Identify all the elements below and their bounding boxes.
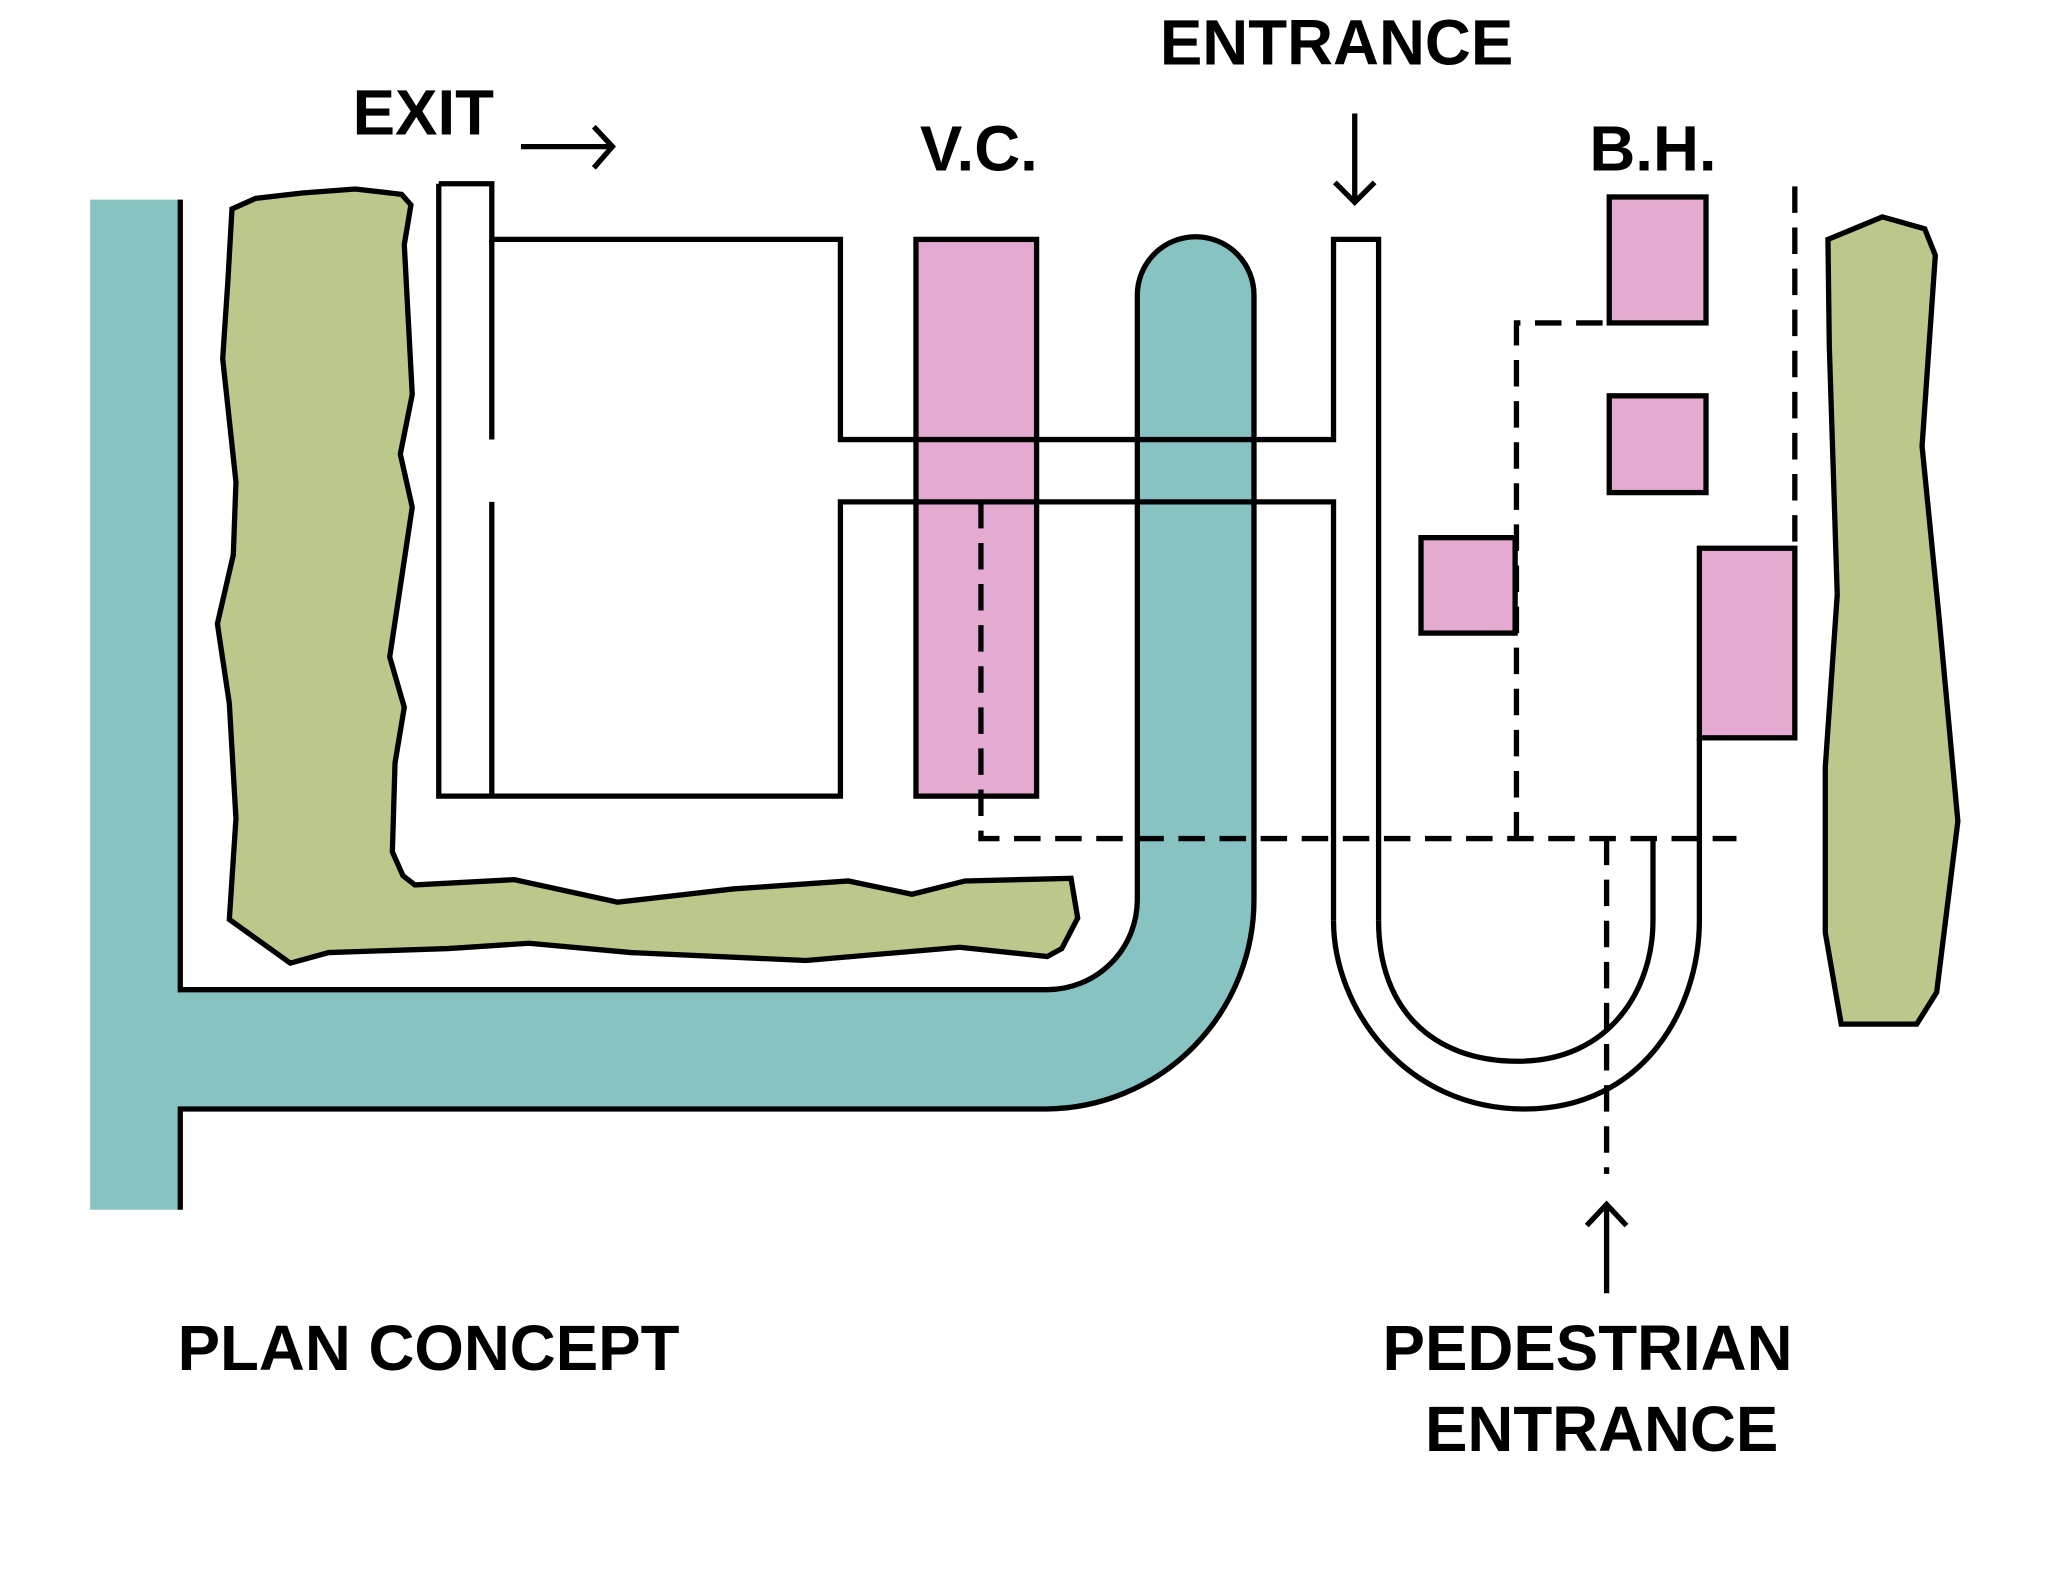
label-pedestrian-2: ENTRANCE (1425, 1394, 1778, 1465)
entrance-arrow-icon (1332, 113, 1377, 207)
label-bh: B.H. (1589, 113, 1716, 184)
vegetation-left (214, 186, 1081, 967)
label-pedestrian-1: PEDESTRIAN (1383, 1313, 1793, 1384)
building-bh-1 (1606, 194, 1709, 326)
exit-road (438, 181, 1382, 921)
diagram-title: PLAN CONCEPT (178, 1313, 680, 1384)
entrance-loop-outer (1330, 737, 1703, 1112)
pedestrian-arrow-icon (1584, 1200, 1629, 1294)
vegetation-right (1822, 214, 1961, 1027)
exit-road-left (436, 183, 1337, 921)
entrance-loop-inner (1375, 838, 1656, 1064)
building-bh-4 (1696, 545, 1798, 741)
building-bh-2 (1606, 393, 1709, 496)
building-vc (913, 236, 1040, 799)
road-edge (915, 436, 1037, 505)
label-vc: V.C. (920, 113, 1038, 184)
water-edge-inner (177, 199, 1257, 1210)
label-exit: EXIT (353, 78, 495, 149)
pedestrian-paths (978, 186, 1798, 1174)
exit-arrow-icon (520, 124, 616, 170)
building-bh-3 (1418, 535, 1518, 636)
label-entrance: ENTRANCE (1160, 7, 1513, 78)
